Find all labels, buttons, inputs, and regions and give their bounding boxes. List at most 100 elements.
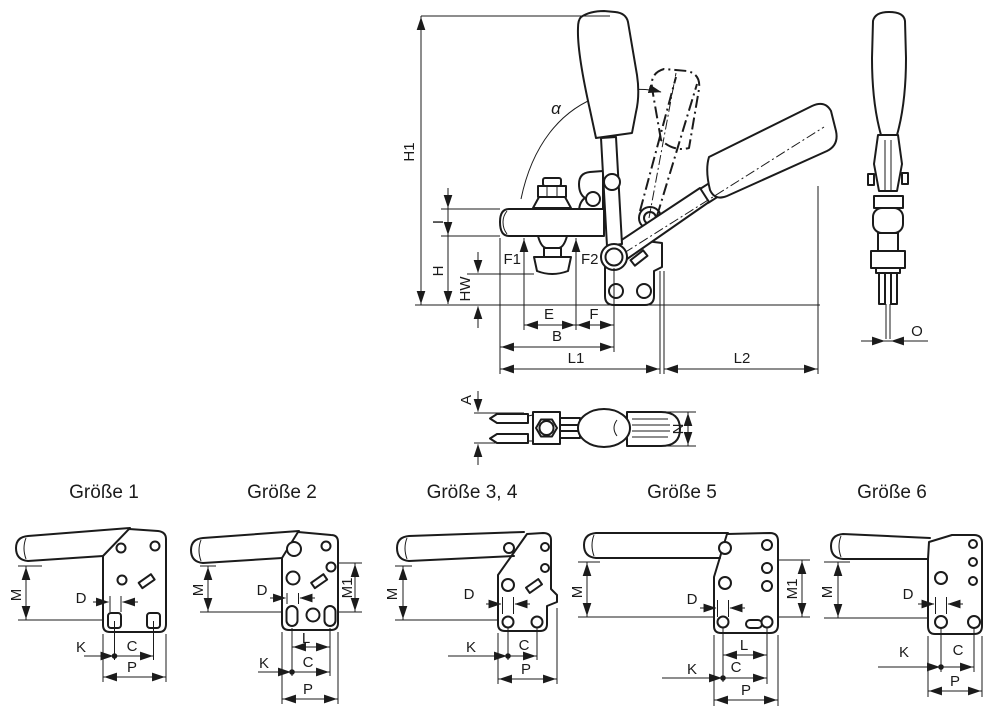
label-hw: HW [457,276,474,302]
label-o: O [911,323,923,340]
side-view: O [861,11,928,346]
nut-facet [546,186,558,197]
hex-nut [535,418,558,438]
link-strap [559,417,581,426]
spindle-rod-lines [885,304,891,339]
hole [934,571,948,585]
handle-mid-lever-edge [639,76,677,212]
label-a: A [458,395,475,405]
spindle-neck [543,247,562,258]
hole [149,540,161,552]
label-m: M [190,584,207,597]
label-m: M [8,589,25,602]
mounting-bar [396,531,525,562]
hole [761,539,773,551]
slot-hole [745,619,763,629]
size-2-view: M M1 D L K C P [190,530,362,704]
label-d: D [464,586,475,603]
label-p: P [950,673,960,690]
label-k: K [259,655,269,672]
label-f1: F1 [503,251,521,268]
label-p: P [521,661,531,678]
main-view: H1 α I H HW F1 F2 E F B [401,10,838,374]
slot-hole [285,605,299,627]
base-hole [636,283,652,299]
bar-cap-line [23,537,27,560]
pivot-pin [901,172,909,185]
label-h1: H1 [401,142,418,161]
fork-slot-lines [884,140,892,191]
ext-lines-d [717,600,729,617]
label-k: K [899,644,909,661]
bar-cap-line [591,534,595,557]
hole [285,570,301,586]
handle-mid-grip [650,68,701,150]
label-m: M [384,588,401,601]
size-3-4-view: M D K C P [384,531,558,684]
side-prong [878,272,886,305]
hole [530,615,544,629]
hole [540,542,550,552]
angled-slot [310,573,329,590]
ext-lines-p [713,635,779,706]
angled-slot [524,578,544,594]
handle-open-shaft-edge [707,179,745,204]
fork-prong [489,433,529,444]
side-block [870,250,906,269]
base-hole [608,283,624,299]
bar-cap-line [838,535,842,558]
handle-mid-lever-edge [656,83,698,217]
link-strap [559,430,581,439]
label-c: C [953,642,964,659]
side-grip [871,11,907,136]
knuckle-arc [613,419,618,437]
hole [718,576,732,590]
plate [497,532,558,632]
mounting-bar [190,530,300,564]
hole [968,539,978,549]
label-m: M [819,586,836,599]
hole-center-lines [291,628,331,676]
label-m: M [569,586,586,599]
mounting-bar [830,533,931,560]
ext-lines-m [395,565,498,621]
ext-lines-arm [441,208,500,237]
hole [116,574,128,586]
ext-lines-m1 [338,562,362,613]
label-k: K [466,639,476,656]
handle-open-shaft-edge [699,165,737,190]
top-view: A N [458,391,696,465]
label-e: E [544,306,554,323]
ext-lines-base-edge [659,271,665,374]
label-k: K [76,639,86,656]
hole [286,541,302,557]
size-6-view: M D K C P [819,533,983,697]
base-slot [629,249,649,267]
label-i: I [430,220,447,224]
label-p: P [303,681,313,698]
label-l: L [302,630,310,647]
ext-lines-m1 [778,559,810,618]
ext-lines-m [578,561,714,618]
ext-lines-m [200,565,282,613]
size-title-6: Größe 6 [857,482,927,503]
label-l: L [740,637,748,654]
plate [927,534,983,635]
ext-lines-d [935,597,947,614]
side-prong [890,272,898,305]
hole [540,563,550,573]
label-f2: F2 [581,251,599,268]
hole [501,578,515,592]
ext-lines-p [927,636,983,697]
clamp-arm [499,208,605,237]
arm-cap-line [502,210,508,235]
spindle-washer [532,196,572,209]
spindle-flange [537,235,568,249]
ext-lines-p [497,608,558,684]
hole [718,541,732,555]
grip-ribs [632,418,670,438]
label-n: N [670,424,687,435]
handle-lever [600,136,623,247]
handle-grip [576,10,640,139]
